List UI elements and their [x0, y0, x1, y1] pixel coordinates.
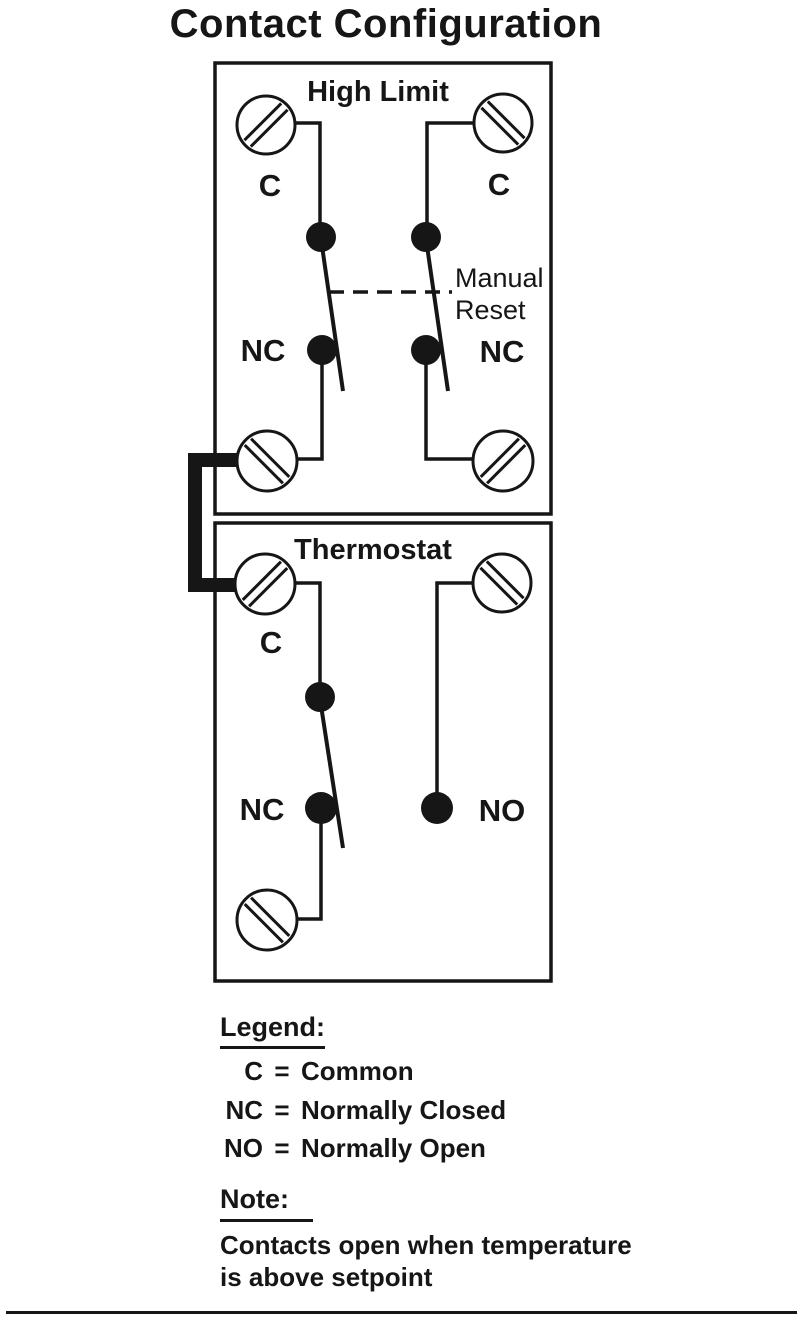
- note: Note: Contacts open when temperature is …: [220, 1184, 632, 1293]
- legend-equals: =: [274, 1094, 290, 1125]
- switch-blade: [424, 238, 450, 392]
- terminal-label-nc: NC: [480, 334, 525, 369]
- page-title: Contact Configuration: [169, 2, 603, 46]
- manual-reset-label: Reset: [455, 295, 526, 325]
- terminal-label-no: NO: [479, 793, 526, 828]
- wire: [435, 581, 473, 808]
- contact-dot: [411, 335, 441, 365]
- contact-dot: [411, 222, 441, 252]
- wire: [295, 121, 322, 237]
- contact-dot: [305, 682, 335, 712]
- legend: Legend: C = Common NC = Normally Closed …: [220, 1012, 506, 1172]
- legend-heading: Legend:: [220, 1012, 325, 1049]
- legend-equals: =: [274, 1133, 290, 1163]
- legend-meaning: Normally Open: [301, 1133, 486, 1163]
- legend-abbr: NC: [225, 1094, 263, 1125]
- terminal-label-nc: NC: [240, 792, 285, 827]
- wire: [424, 350, 474, 461]
- screw-terminal-icon: [235, 888, 299, 952]
- thermostat-box: [213, 521, 553, 983]
- screw-terminal-icon: [235, 94, 297, 156]
- legend-row: NO = Normally Open: [220, 1133, 506, 1172]
- terminal-label-c: C: [259, 168, 281, 203]
- high-limit-box: [213, 61, 553, 516]
- legend-meaning: Normally Closed: [301, 1094, 507, 1125]
- legend-row: NC = Normally Closed: [220, 1095, 506, 1134]
- switch-blade: [319, 238, 345, 392]
- note-line: is above setpoint: [220, 1262, 433, 1292]
- high-limit-label: High Limit: [307, 76, 449, 108]
- contact-dot: [306, 222, 336, 252]
- legend-abbr: NO: [224, 1133, 263, 1163]
- note-line: Contacts open when temperature: [220, 1230, 632, 1260]
- screw-terminal-icon: [235, 429, 299, 493]
- contact-dot: [307, 335, 337, 365]
- legend-row: C = Common: [220, 1056, 506, 1095]
- wire: [296, 808, 323, 921]
- legend-equals: =: [274, 1056, 290, 1086]
- terminal-label-c: C: [488, 167, 510, 202]
- legend-abbr: C: [244, 1056, 263, 1086]
- legend-meaning: Common: [301, 1056, 414, 1086]
- wire: [425, 121, 474, 237]
- screw-terminal-icon: [471, 429, 535, 493]
- contact-configuration-diagram: High Limit C C NC NC Manual Reset: [188, 61, 553, 983]
- manual-reset-label: Manual: [455, 263, 544, 293]
- screw-terminal-icon: [471, 552, 533, 614]
- wire: [296, 350, 324, 461]
- terminal-label-c: C: [260, 625, 282, 660]
- note-heading: Note:: [220, 1184, 313, 1222]
- terminal-label-nc: NC: [241, 333, 286, 368]
- wire: [294, 581, 322, 695]
- screw-terminal-icon: [472, 92, 534, 154]
- bottom-rule: [6, 1311, 797, 1314]
- switch-blade: [318, 698, 345, 849]
- screw-terminal-icon: [233, 552, 297, 616]
- thermostat-label: Thermostat: [294, 534, 452, 566]
- contact-dot: [305, 792, 337, 824]
- contact-dot: [421, 792, 453, 824]
